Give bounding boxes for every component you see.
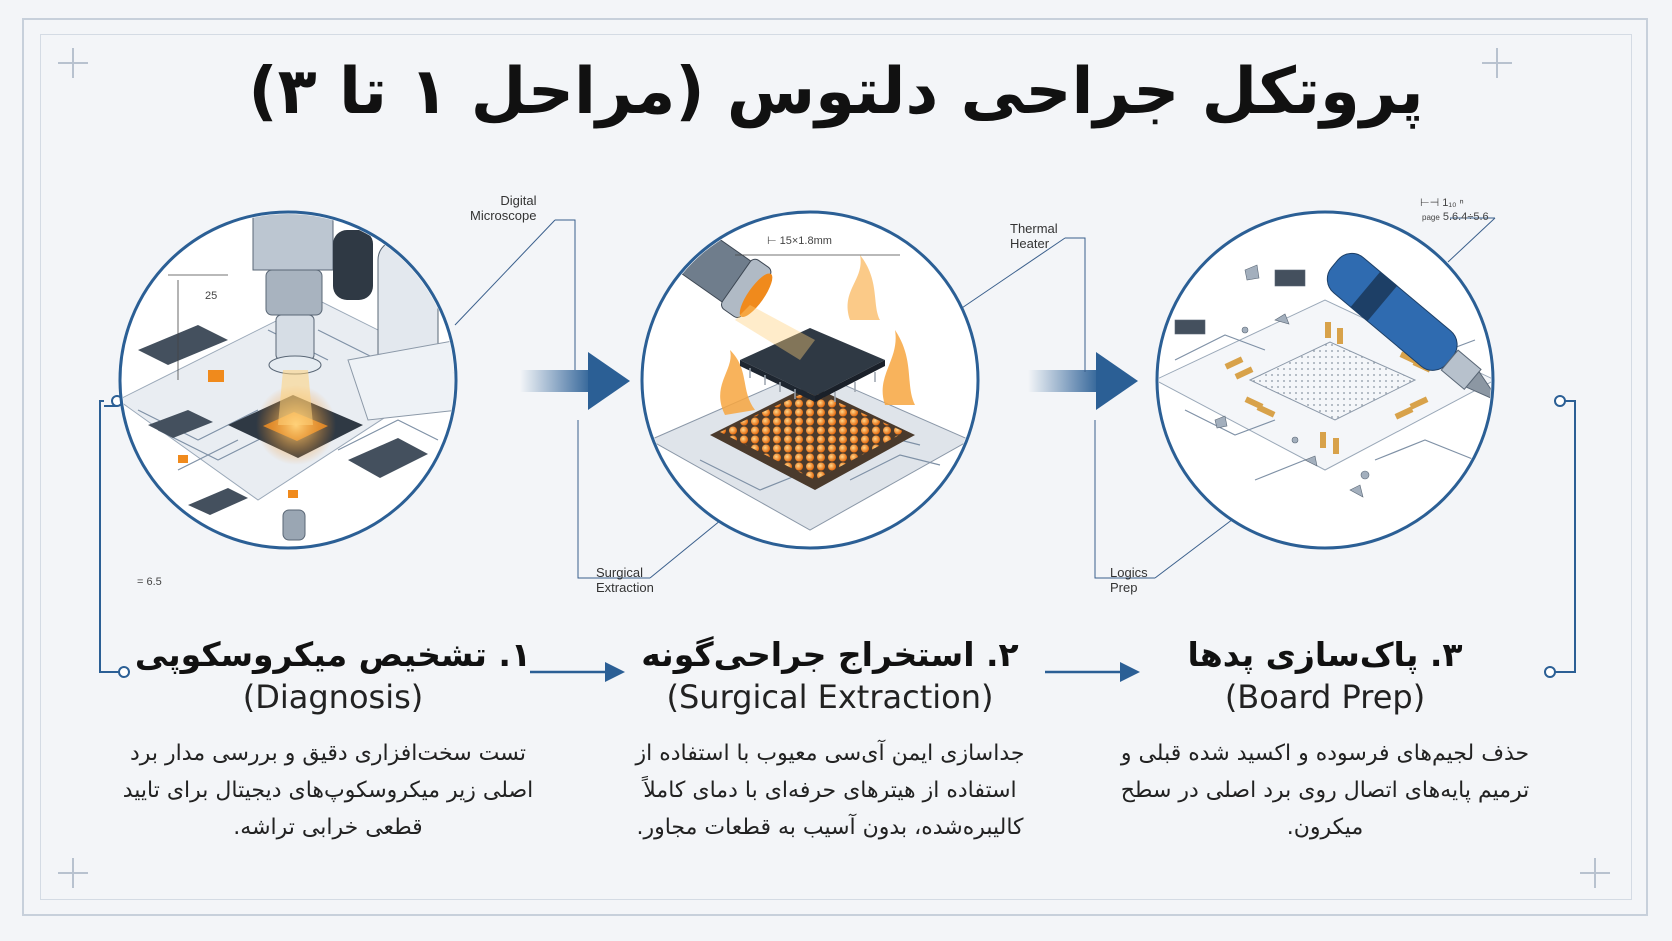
callout-surgical-extraction: Surgical Extraction: [596, 565, 654, 595]
stage-1-subtitle: (Diagnosis): [242, 678, 424, 716]
stage-2-description: جداسازی ایمن آی‌سی معیوب با استفاده از ا…: [635, 741, 1025, 840]
inner-frame: [40, 34, 1632, 900]
stage-2-subtitle: (Surgical Extraction): [666, 678, 994, 716]
stage-2-title: ۲. استخراج جراحی‌گونه: [641, 635, 1019, 674]
outer-frame: [22, 18, 1648, 916]
stage-3-title: ۳. پاک‌سازی پدها: [1187, 635, 1463, 674]
dimension-label: 25: [205, 290, 218, 302]
stage-2-illustration: [640, 210, 980, 550]
page-title: پروتکل جراحی دلتوس (مراحل ۱ تا ۳): [248, 55, 1424, 129]
stage-3-illustration: [1155, 210, 1495, 550]
stage-3-description: حذف لجیم‌های فرسوده و اکسید شده قبلی و ت…: [1120, 741, 1530, 840]
stage-1-title: ۱. تشخیص میکروسکوپی: [134, 635, 532, 674]
dimension-label: ⊢⊣ 1₁₀ ⁿ: [1420, 197, 1464, 209]
dimension-label: = 6.5: [137, 576, 162, 588]
callout-thermal-heater: Thermal Heater: [1010, 221, 1058, 251]
stage-1-illustration: [118, 210, 458, 550]
callout-logics-prep: Logics Prep: [1110, 565, 1148, 595]
stage-3-subtitle: (Board Prep): [1224, 678, 1426, 716]
corner-mark-icon: [58, 858, 88, 888]
dimension-label: ⊢ 15×1.8mm: [767, 235, 832, 247]
callout-digital-microscope: Digital Microscope: [470, 193, 537, 223]
corner-mark-icon: [58, 48, 88, 78]
corner-mark-icon: [1482, 48, 1512, 78]
corner-mark-icon: [1580, 858, 1610, 888]
stage-1-description: تست سخت‌افزاری دقیق و بررسی مدار برد اصل…: [122, 741, 534, 840]
dimension-label: page 5.6.4÷5.6: [1422, 211, 1489, 223]
